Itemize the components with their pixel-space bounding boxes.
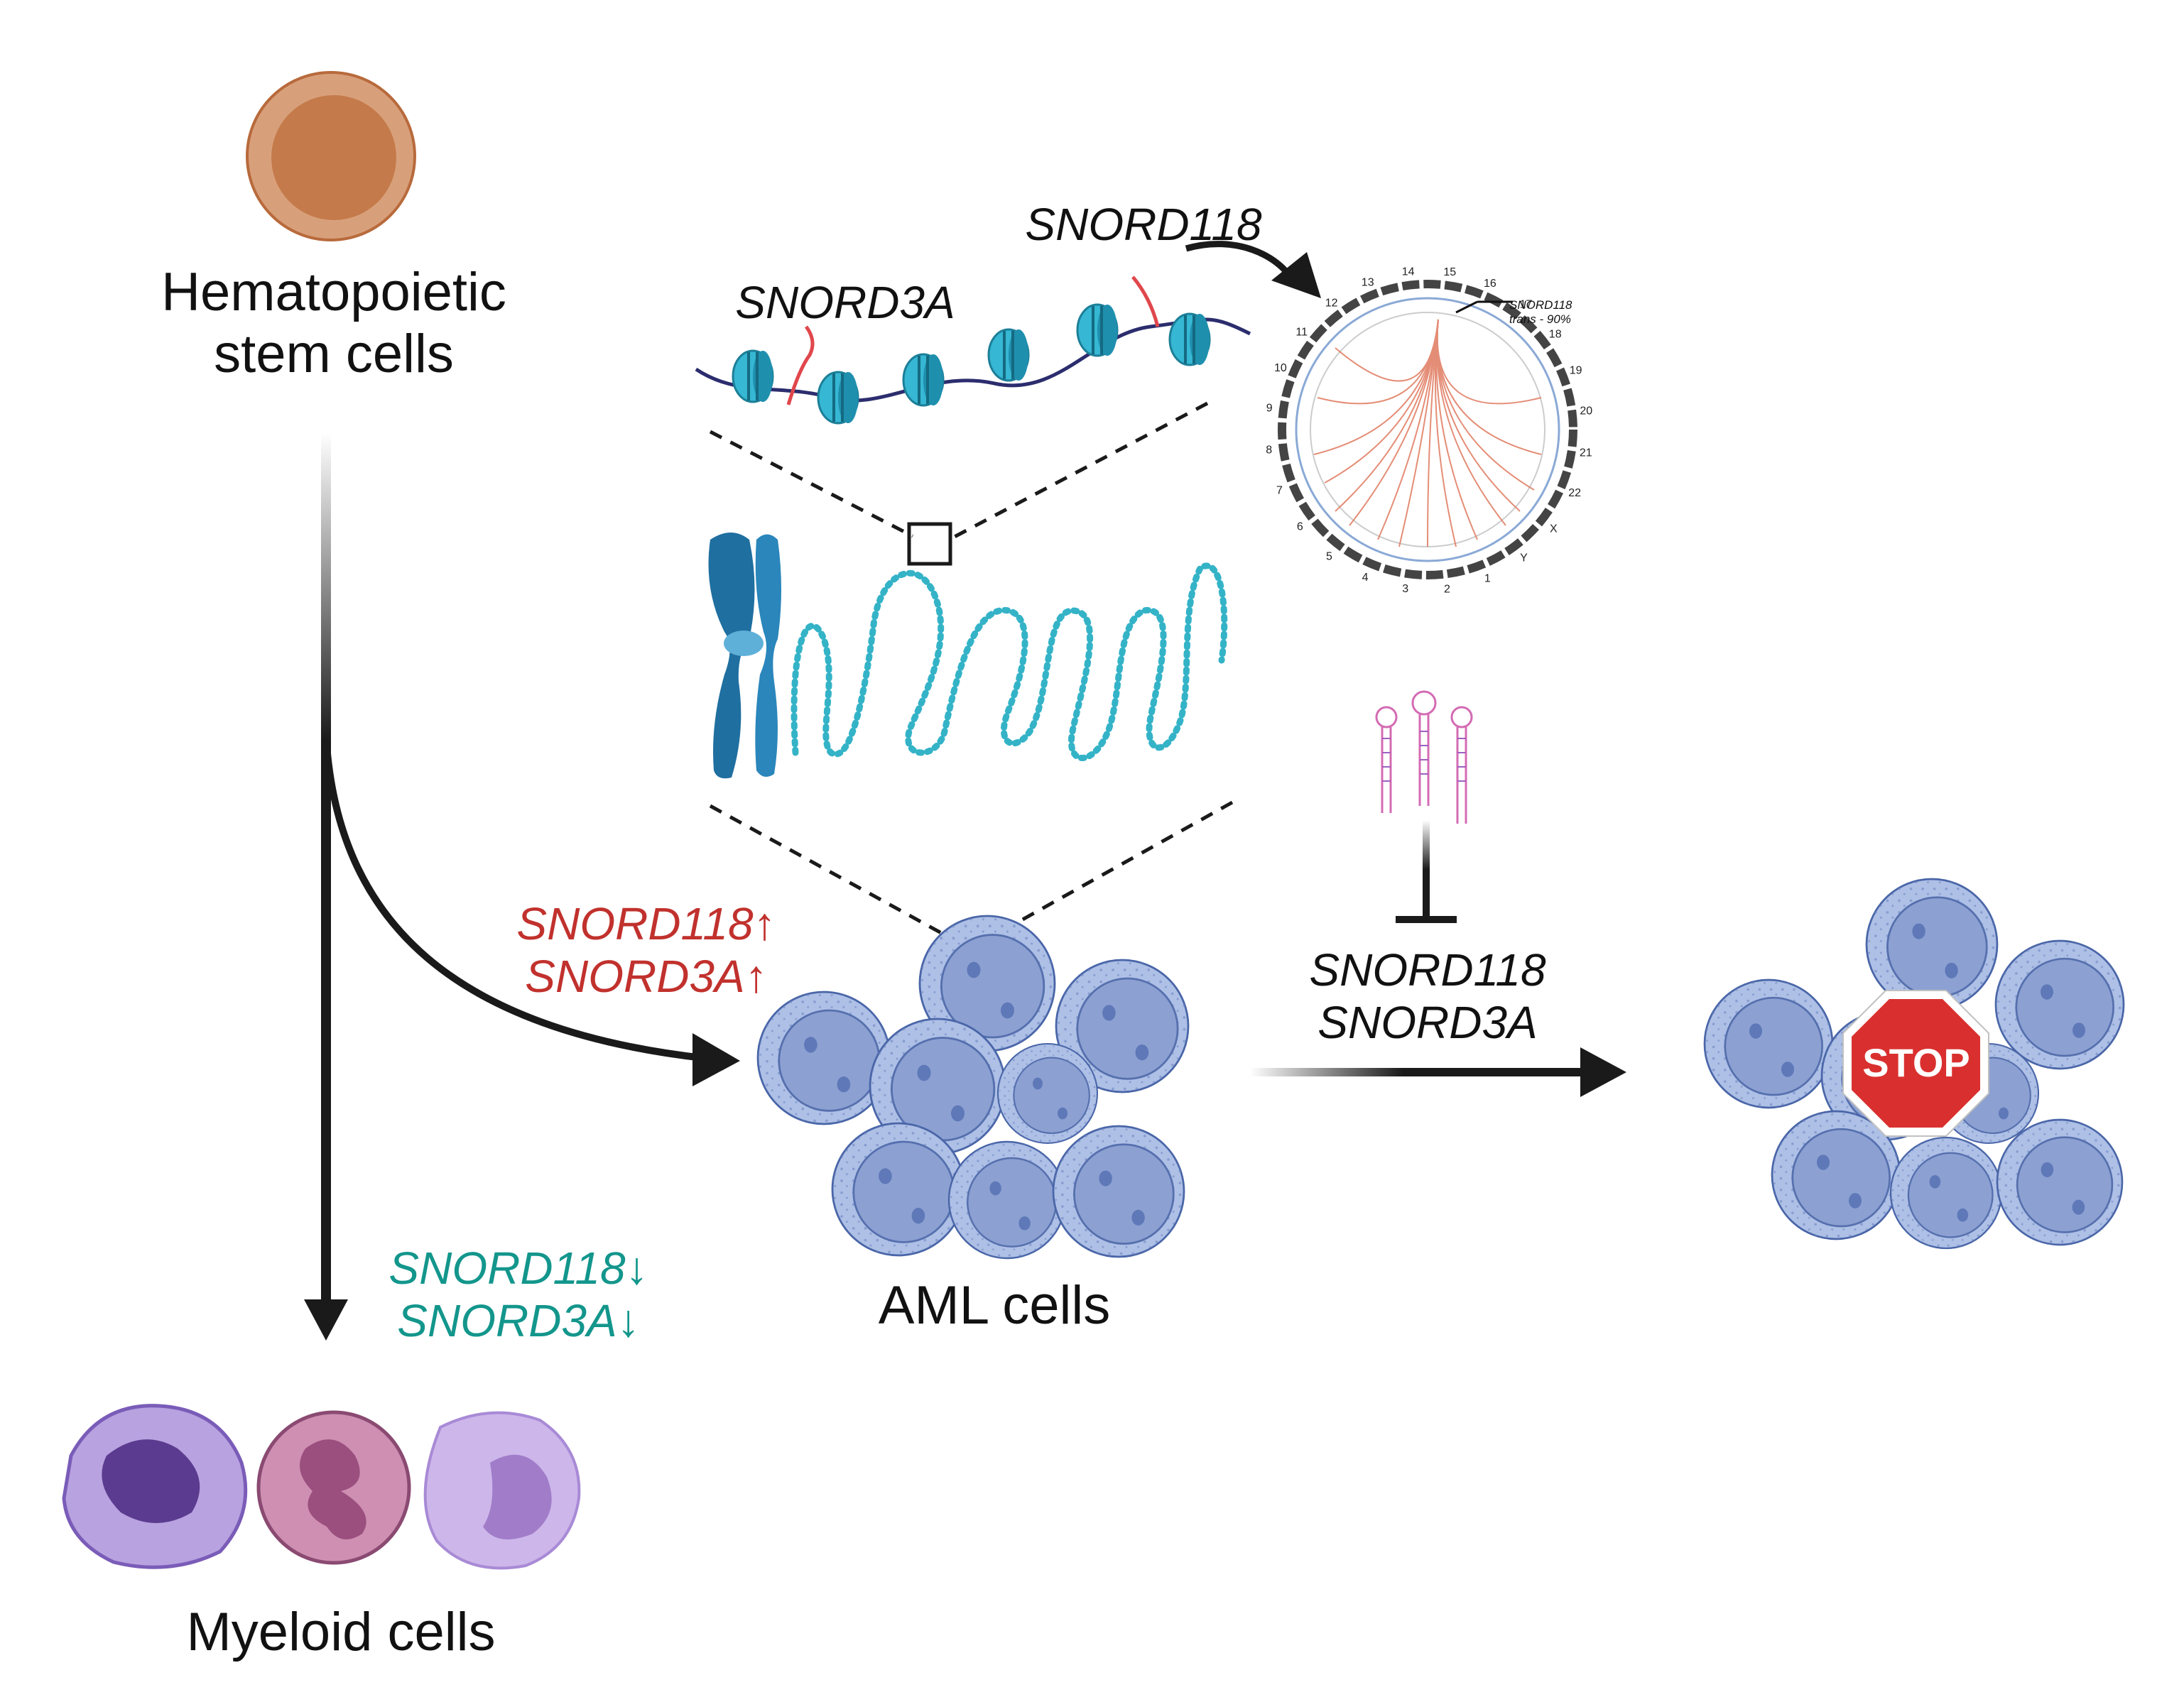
myeloid-cell-icons <box>62 1404 581 1570</box>
circos-tick-label: 22 <box>1568 487 1581 499</box>
hsc-label-line1: Hematopoietic <box>161 262 506 322</box>
circos-tick-label: 13 <box>1362 276 1374 288</box>
circos-tick-label: 12 <box>1325 297 1338 309</box>
inhibit-snord3a: SNORD3A <box>1318 996 1538 1048</box>
arrow-to-myeloid <box>304 433 348 1341</box>
circos-tick-label: Y <box>1520 552 1528 564</box>
stop-sign-icon <box>1842 990 1989 1137</box>
snord3a-top-label: SNORD3A <box>735 277 955 328</box>
circos-tick-label: 4 <box>1362 572 1369 584</box>
snord118-top-label: SNORD118 <box>1025 199 1262 250</box>
circos-tick-label: 16 <box>1484 278 1496 290</box>
down-snord3a: SNORD3A↓ <box>397 1294 640 1346</box>
aml-label: AML cells <box>878 1275 1111 1336</box>
circos-tick-label: 15 <box>1443 266 1456 278</box>
stop-sign-text: STOP <box>1862 1040 1970 1085</box>
arrow-to-circos <box>1185 241 1321 298</box>
circos-tick-label: 3 <box>1402 583 1408 595</box>
aml-cell-cluster-icon <box>756 915 1190 1260</box>
arrow-to-stopped-cells <box>1250 1047 1626 1097</box>
upregulation-label: SNORD118↑ SNORD3A↑ <box>497 898 795 1003</box>
circos-tick-label: 7 <box>1276 484 1283 496</box>
zoom-box-chromatin <box>907 522 952 566</box>
hsc-label-line2: stem cells <box>214 324 454 385</box>
circos-tick-label: 14 <box>1402 266 1415 278</box>
circos-tick-label: 10 <box>1274 362 1287 374</box>
circos-tick-label: 19 <box>1570 365 1582 377</box>
circos-tick-label: 9 <box>1266 403 1273 415</box>
circos-tick-label: 11 <box>1295 327 1308 339</box>
circos-tick-label: 2 <box>1444 583 1450 595</box>
inhibition-symbol <box>1396 820 1457 923</box>
chromosome-icon <box>708 533 781 779</box>
hsc-label: Hematopoietic stem cells <box>114 261 554 386</box>
chromatin-loop-icon <box>791 562 1228 761</box>
circos-tick-label: 17 <box>1520 299 1533 311</box>
arrow-to-aml <box>323 745 740 1086</box>
circos-tick-label: 5 <box>1326 550 1332 562</box>
nucleosome-strand-icon <box>695 276 1251 425</box>
circos-tick-label: 6 <box>1297 520 1303 533</box>
circos-tick-label: X <box>1550 523 1558 535</box>
circos-tick-label: 21 <box>1580 447 1592 459</box>
circos-tick-label: 8 <box>1266 444 1272 456</box>
circos-tick-label: 1 <box>1484 573 1491 585</box>
zoom-lines <box>709 401 1234 941</box>
circos-annotation-line2: trans - 90% <box>1509 312 1571 326</box>
circos-tick-label: 18 <box>1549 329 1562 341</box>
myeloid-label: Myeloid cells <box>186 1602 496 1662</box>
circos-annotation: SNORD118 trans - 90% <box>1509 298 1623 326</box>
hematopoietic-stem-cell-icon <box>246 71 416 241</box>
inhibition-target-label: SNORD118 SNORD3A <box>1278 944 1577 1049</box>
up-snord3a: SNORD3A↑ <box>525 950 768 1002</box>
downregulation-label: SNORD118↓ SNORD3A↓ <box>369 1243 668 1347</box>
inhibit-snord118: SNORD118 <box>1309 944 1546 995</box>
down-snord118: SNORD118↓ <box>389 1243 648 1294</box>
circos-tick-label: 20 <box>1580 405 1592 418</box>
up-snord118: SNORD118↑ <box>516 898 776 949</box>
antisense-oligo-icon <box>1375 690 1473 824</box>
circos-annotation-line1: SNORD118 <box>1509 298 1572 312</box>
